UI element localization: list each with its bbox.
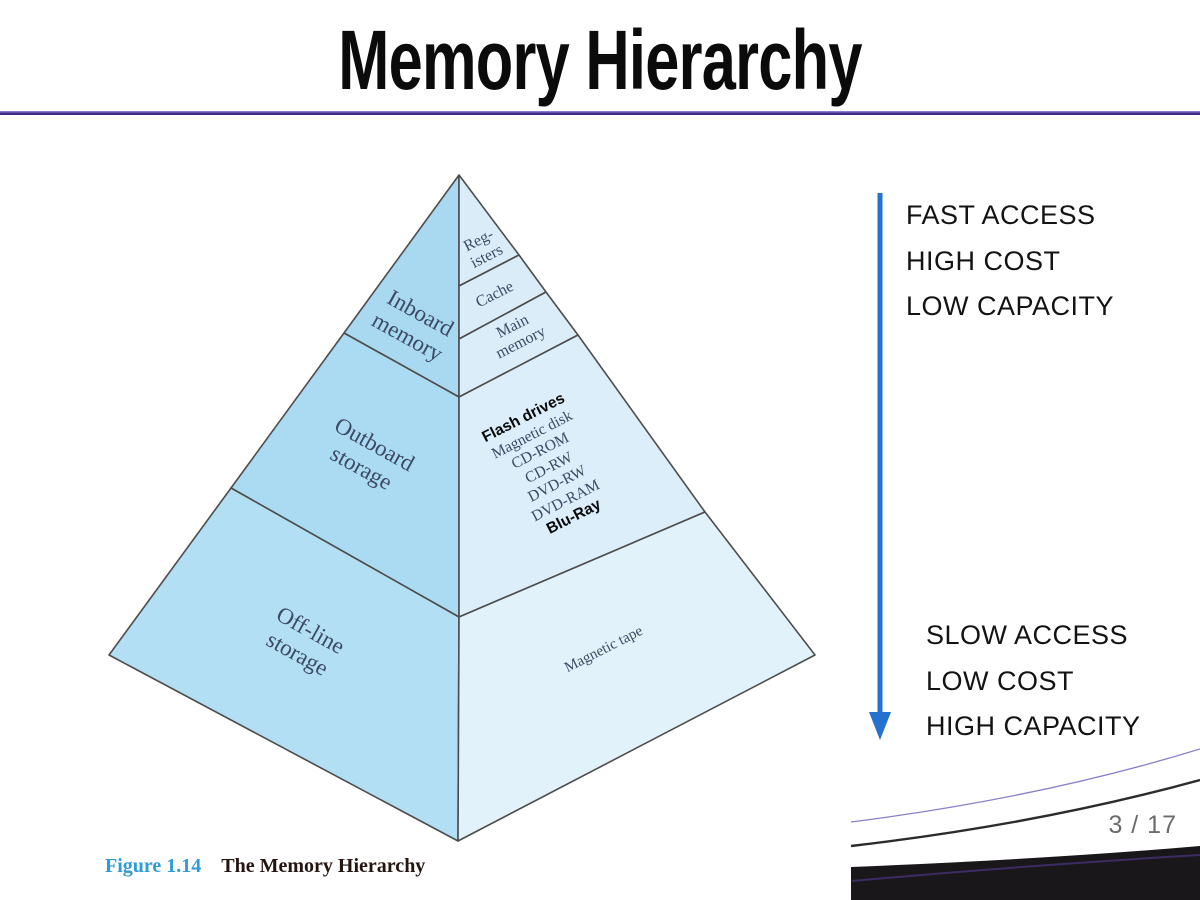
annotation-line: FAST ACCESS <box>906 200 1096 230</box>
corner-swoosh-purple-line <box>850 748 1200 823</box>
annotation-line: LOW CAPACITY <box>906 291 1115 321</box>
figure-caption-title: The Memory Hierarchy <box>221 855 426 877</box>
annotation-line: LOW COST <box>926 665 1075 696</box>
annotation-line: HIGH CAPACITY <box>926 711 1141 741</box>
down-arrow-head <box>869 712 891 740</box>
title-divider-line <box>0 111 1200 115</box>
annotation-slow-side: SLOW ACCESS LOW COST HIGH CAPACITY <box>926 613 1141 750</box>
corner-decoration <box>850 748 1200 900</box>
corner-black-swoosh <box>851 846 1200 900</box>
corner-inner-purple-line <box>851 854 1200 882</box>
corner-swoosh-black-line <box>850 778 1200 848</box>
figure-caption-label: Figure 1.14 <box>105 855 202 877</box>
page-number: 3 / 17 <box>1108 811 1177 839</box>
figure-caption: Figure 1.14 The Memory Hierarchy <box>105 855 425 878</box>
annotation-fast-side: FAST ACCESS HIGH COST LOW CAPACITY <box>906 193 1114 330</box>
annotation-line: SLOW ACCESS <box>926 620 1129 650</box>
annotation-line: HIGH COST <box>906 245 1061 276</box>
pyramid-face-magnetic-tape <box>457 511 816 842</box>
down-arrow-icon <box>869 193 891 740</box>
slide-title: Memory Hierarchy <box>338 13 862 107</box>
